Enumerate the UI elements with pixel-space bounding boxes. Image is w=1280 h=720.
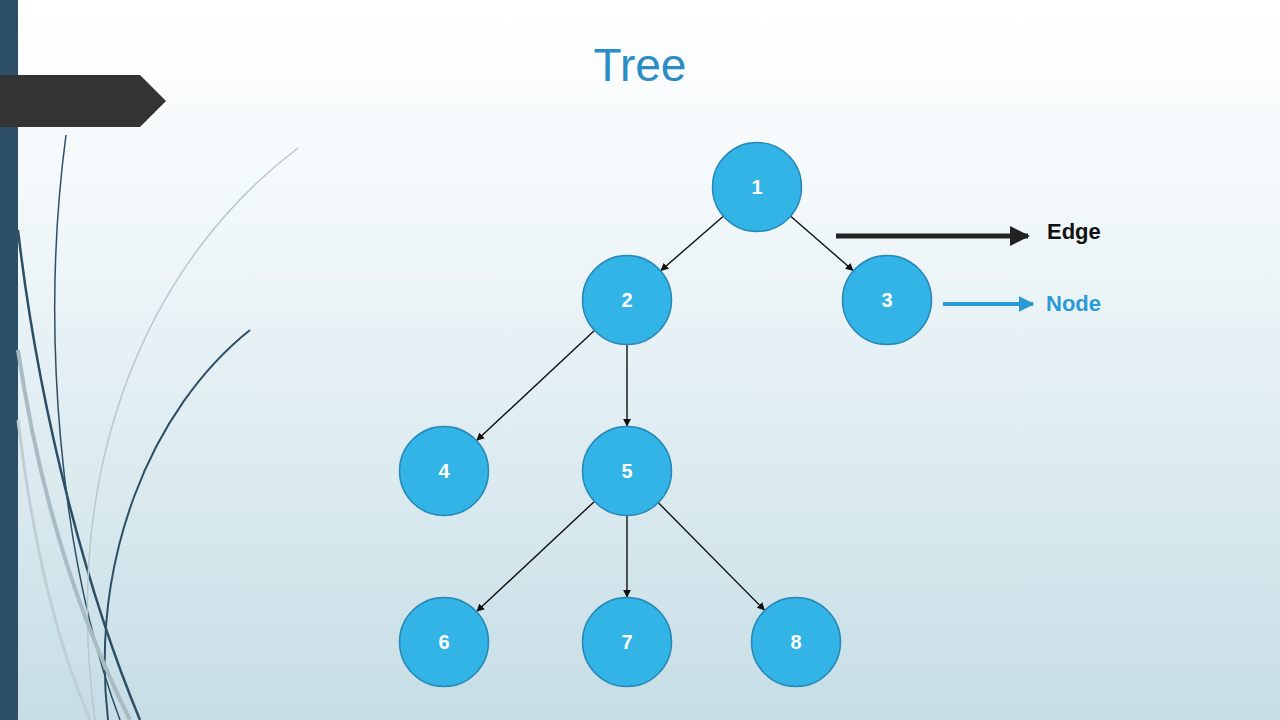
edge-label: Edge xyxy=(1047,219,1101,245)
node-pointer xyxy=(943,302,1033,306)
tree-edge xyxy=(626,516,627,597)
node-number: 6 xyxy=(438,631,449,654)
tree-node: 2 xyxy=(581,254,673,346)
tree-node: 3 xyxy=(841,254,933,346)
node-text-holder: 4 xyxy=(398,425,490,517)
node-number: 1 xyxy=(751,176,762,199)
node-text-holder: 7 xyxy=(581,596,673,688)
header-tab xyxy=(0,75,166,127)
node-number: 3 xyxy=(881,289,892,312)
tree-edge xyxy=(477,502,594,612)
tree-edge xyxy=(791,217,853,271)
slide-title: Tree xyxy=(0,38,1280,93)
node-number: 4 xyxy=(438,460,449,483)
node-number: 7 xyxy=(621,631,632,654)
node-number: 5 xyxy=(621,460,632,483)
tree-edge xyxy=(477,331,594,441)
tree-node: 4 xyxy=(398,425,490,517)
node-number: 2 xyxy=(621,289,632,312)
tree-edge xyxy=(626,345,627,426)
tree-edge xyxy=(661,217,723,271)
tree-node: 8 xyxy=(750,596,842,688)
tree-node: 5 xyxy=(581,425,673,517)
decorative-curves xyxy=(18,135,298,720)
node-text-holder: 8 xyxy=(750,596,842,688)
edge-pointer xyxy=(836,234,1028,239)
node-text-holder: 2 xyxy=(581,254,673,346)
node-number: 8 xyxy=(790,631,801,654)
node-text-holder: 5 xyxy=(581,425,673,517)
tree-node: 6 xyxy=(398,596,490,688)
node-text-holder: 3 xyxy=(841,254,933,346)
node-text-holder: 1 xyxy=(711,141,803,233)
tree-node: 1 xyxy=(711,141,803,233)
tree-edge xyxy=(659,503,765,610)
node-text-holder: 6 xyxy=(398,596,490,688)
tree-node: 7 xyxy=(581,596,673,688)
node-label: Node xyxy=(1046,291,1101,317)
